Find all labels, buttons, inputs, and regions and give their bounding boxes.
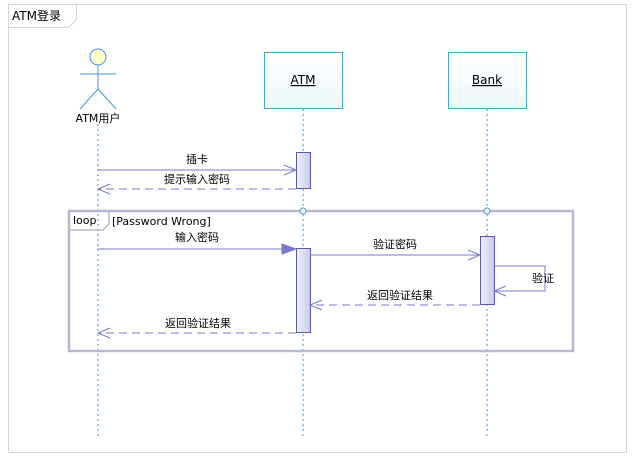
message-return-result-bank: 返回验证结果 [308,288,480,311]
atm-activation-1 [296,152,311,189]
message-return-result-atm-label: 返回验证结果 [165,316,231,330]
message-insert-card-label: 插卡 [186,152,208,166]
atm-lifeline-marker [299,207,307,215]
bank-participant-label: Bank [472,73,502,87]
actor-icon [79,48,117,110]
atm-participant-label: ATM [291,73,316,87]
message-return-result-atm: 返回验证结果 [96,316,296,339]
bank-participant-box [448,52,527,109]
message-prompt-password-label: 提示输入密码 [164,172,230,186]
diagram-frame [8,4,627,453]
message-verify-password-label: 验证密码 [373,237,417,251]
message-return-result-bank-label: 返回验证结果 [367,288,433,302]
message-verify-self: 验证 [492,265,554,297]
message-verify-self-label: 验证 [532,271,554,285]
message-verify-password: 验证密码 [310,237,482,261]
message-enter-password: 输入密码 [98,230,298,255]
atm-participant-box [264,52,343,109]
bank-lifeline-marker [483,207,491,215]
bank-activation [480,236,495,305]
frame-title: ATM登录 [12,8,61,23]
atm-activation-2 [296,248,311,333]
actor-label: ATM用户 [76,111,121,125]
message-enter-password-label: 输入密码 [175,230,219,244]
message-insert-card: 插卡 [98,152,298,176]
loop-operator-label: loop [73,214,97,227]
message-prompt-password: 提示输入密码 [96,172,296,195]
loop-guard-label: [Password Wrong] [112,215,211,228]
loop-operator-tab [69,211,110,231]
loop-fragment [67,209,575,353]
frame-title-tab [8,4,77,28]
